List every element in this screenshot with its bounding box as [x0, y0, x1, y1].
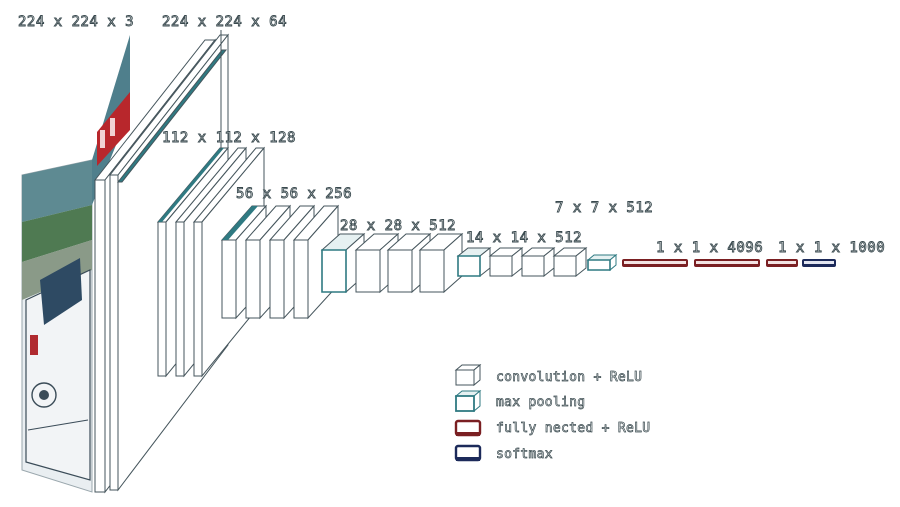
navy-block-icon	[454, 444, 482, 462]
pool5-dim-label: 7 x 7 x 512	[555, 200, 653, 216]
block4-dim-label: 28 x 28 x 512	[340, 218, 456, 234]
fully-connected-layers	[622, 259, 798, 267]
block2-dim-label: 112 x 112 x 128	[162, 130, 296, 146]
output-dim-label: 1 x 1 x 1000	[778, 240, 885, 256]
block1-dim-label: 224 x 224 x 64	[162, 14, 287, 30]
dark-red-block-icon	[454, 419, 482, 437]
softmax-layer	[802, 259, 836, 267]
block2-conv-layers	[156, 146, 266, 378]
block2-pool-edge	[158, 148, 224, 222]
teal-block-icon	[454, 389, 482, 413]
white-block-icon	[454, 363, 482, 387]
legend-item-convolution: convolution + ReLU	[454, 363, 642, 387]
legend-label-max-pooling: max pooling	[496, 395, 585, 410]
fc-dim-label: 1 x 1 x 4096	[656, 240, 763, 256]
legend: convolution + ReLU max pooling fully nec…	[454, 363, 650, 462]
legend-label-convolution: convolution + ReLU	[496, 370, 642, 385]
legend-item-softmax: softmax	[454, 444, 553, 462]
legend-label-softmax: softmax	[496, 447, 553, 462]
pool5-layer	[586, 253, 618, 272]
legend-item-max-pooling: max pooling	[454, 389, 585, 413]
block5-dim-label: 14 x 14 x 512	[466, 230, 582, 246]
block5-conv-layers	[456, 246, 588, 278]
input-dim-label: 224 x 224 x 3	[18, 14, 134, 30]
legend-label-fully-connected: fully nected + ReLU	[496, 421, 650, 436]
block3-pool-edge	[222, 206, 258, 240]
block3-dim-label: 56 x 56 x 256	[236, 186, 352, 202]
block4-conv-layers	[320, 232, 464, 294]
input-image	[21, 35, 130, 493]
legend-item-fully-connected: fully nected + ReLU	[454, 419, 650, 437]
